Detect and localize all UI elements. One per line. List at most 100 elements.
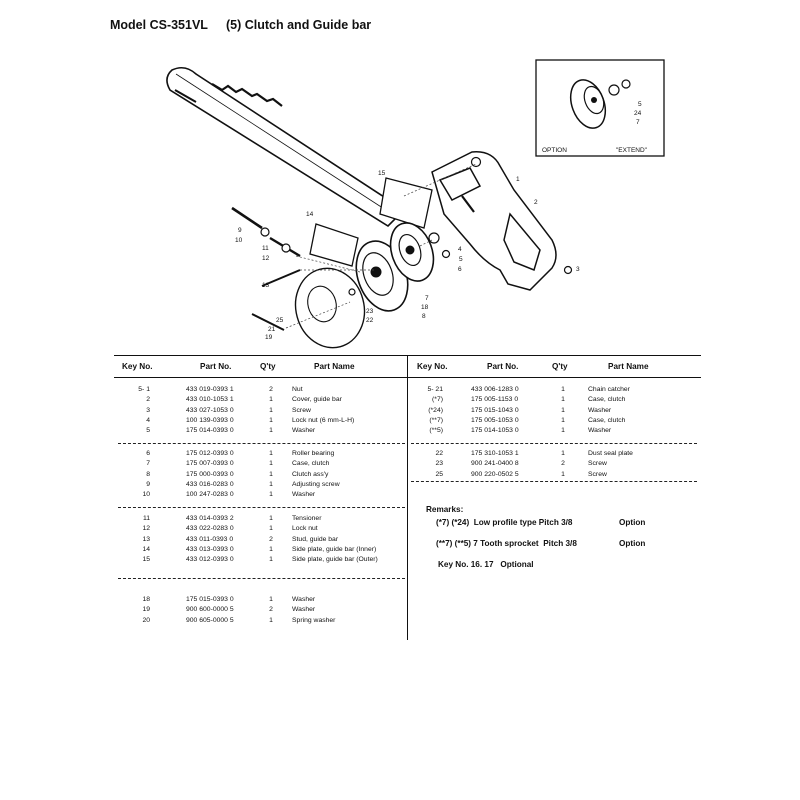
cell-name: Spring washer (292, 616, 336, 624)
cell-qty: 1 (269, 450, 273, 457)
cell-part: 433 011-0393 0 (186, 535, 234, 543)
header-qty: Q'ty (260, 362, 276, 371)
callout-2: 2 (534, 199, 538, 206)
cell-key: 14 (142, 545, 150, 553)
cell-qty: 1 (269, 480, 273, 488)
cell-name: Screw (292, 406, 311, 414)
cell-qty: 2 (269, 606, 273, 614)
callout-1: 1 (516, 176, 520, 183)
callout-23: 23 (366, 308, 374, 315)
cell-name: Screw (588, 470, 607, 478)
cell-part: 900 600-0000 5 (186, 606, 234, 614)
cell-qty: 2 (269, 386, 273, 393)
cell-name: Case, clutch (588, 396, 626, 404)
callout-11: 11 (262, 245, 269, 252)
remarks-line-2: (**7) (**5) 7 Tooth sprocket Pitch 3/8 (436, 539, 577, 548)
cell-qty: 1 (269, 406, 273, 414)
cell-qty: 1 (561, 470, 565, 478)
header-qty-right: Q'ty (552, 362, 568, 371)
cell-name: Case, clutch (588, 416, 626, 424)
header-key-no-right: Key No. (417, 362, 448, 371)
guide-bar-cover-drawing (431, 151, 557, 291)
model-title: Model CS-351VL (110, 18, 208, 32)
callout-22: 22 (366, 317, 374, 324)
callout-18: 18 (421, 304, 429, 311)
cell-key: 8 (146, 470, 150, 478)
cell-part: 175 000-0393 0 (186, 470, 234, 478)
cell-key: 3 (146, 406, 150, 414)
cell-part: 175 015-1043 0 (471, 406, 519, 414)
cell-part: 433 016-0283 0 (186, 480, 234, 488)
remarks-line-3: Key No. 16. 17 Optional (438, 560, 534, 569)
header-part-name: Part Name (314, 362, 355, 371)
cell-key: 12 (142, 525, 150, 533)
cell-key: 5- 1 (138, 386, 150, 393)
cell-name: Washer (588, 406, 612, 414)
remarks-line-1: (*7) (*24) Low profile type Pitch 3/8 (436, 518, 573, 527)
cell-key: 9 (146, 480, 150, 488)
cell-qty: 1 (561, 406, 565, 414)
callout-5: 5 (459, 256, 463, 263)
cell-name: Stud, guide bar (292, 535, 339, 543)
cell-key: 20 (142, 616, 150, 624)
cell-key: 2 (146, 396, 150, 404)
cell-part: 433 010-1053 1 (186, 396, 234, 404)
callout-3: 3 (576, 266, 580, 273)
cell-name: Washer (292, 491, 316, 499)
cell-name: Roller bearing (292, 450, 335, 457)
cell-qty: 1 (561, 427, 565, 435)
cell-name: Side plate, guide bar (Outer) (292, 556, 378, 564)
cell-name: Chain catcher (588, 386, 630, 393)
guide-bar-drawing (166, 66, 406, 228)
cell-qty: 1 (561, 386, 565, 393)
callout-10: 10 (235, 237, 243, 244)
cell-qty: 2 (269, 535, 273, 543)
cell-part: 433 006-1283 0 (471, 386, 519, 393)
cell-qty: 1 (269, 427, 273, 435)
cell-key: 7 (146, 460, 150, 468)
cell-qty: 1 (269, 525, 273, 533)
cell-qty: 1 (561, 396, 565, 404)
cell-name: Cover, guide bar (292, 396, 342, 404)
side-plate-outer-drawing (379, 177, 433, 229)
cell-qty: 2 (561, 460, 565, 468)
cell-name: Nut (292, 386, 303, 393)
clutch-assembly-drawing (355, 222, 435, 312)
callout-19: 19 (265, 334, 273, 341)
callout-9: 9 (238, 227, 242, 234)
cell-part: 175 005-1053 0 (471, 416, 519, 424)
cell-name: Lock nut (6 mm-L-H) (292, 416, 355, 424)
inset-callout-24: 24 (634, 110, 642, 117)
cell-key: 13 (142, 535, 150, 543)
cell-qty: 1 (561, 450, 565, 457)
cell-qty: 1 (269, 491, 273, 499)
cell-key: 18 (142, 596, 150, 603)
cell-part: 100 139-0393 0 (186, 416, 234, 424)
header-part-no-right: Part No. (487, 362, 519, 371)
cell-key: (**5) (429, 427, 443, 435)
header-key-no: Key No. (122, 362, 153, 371)
cell-part: 175 014-1053 0 (471, 427, 519, 435)
cell-part: 175 310-1053 1 (471, 450, 519, 457)
cell-name: Adjusting screw (292, 480, 340, 488)
cell-name: Lock nut (292, 525, 318, 533)
cell-qty: 1 (269, 416, 273, 424)
callout-7: 7 (425, 295, 429, 302)
dust-seal-plate-drawing (294, 267, 366, 349)
cell-part: 433 022-0283 0 (186, 525, 234, 533)
callout-21: 21 (268, 326, 276, 333)
cell-qty: 1 (269, 396, 273, 404)
callout-8: 8 (422, 313, 426, 320)
cell-part: 175 015-0393 0 (186, 596, 234, 603)
cell-key: (*7) (432, 396, 443, 404)
header-part-no: Part No. (200, 362, 232, 371)
cell-key: 10 (142, 491, 150, 499)
cell-part: 433 014-0393 2 (186, 515, 234, 522)
callout-13: 13 (262, 282, 270, 289)
callout-4: 4 (458, 246, 462, 253)
cell-key: 4 (146, 416, 150, 424)
cell-name: Washer (292, 606, 316, 614)
cell-part: 100 247-0283 0 (186, 491, 234, 499)
section-title: (5) Clutch and Guide bar (226, 18, 372, 32)
cell-name: Washer (292, 427, 316, 435)
